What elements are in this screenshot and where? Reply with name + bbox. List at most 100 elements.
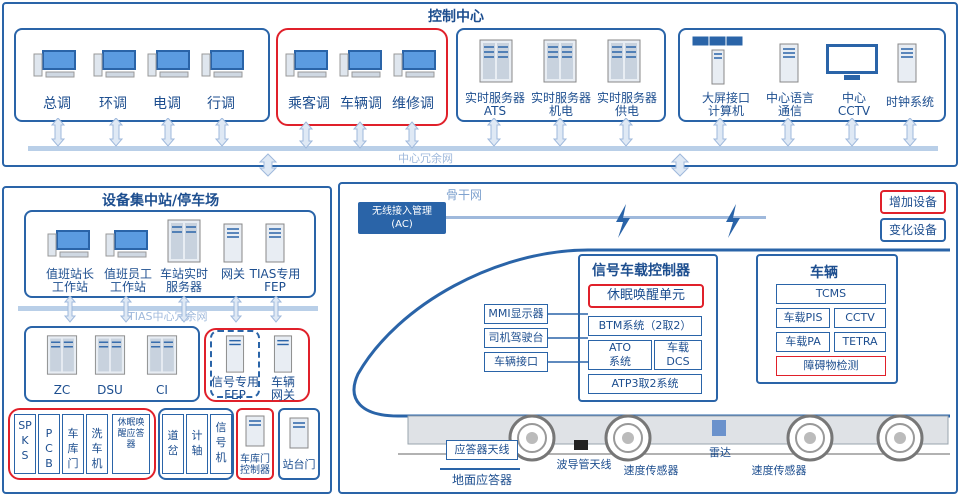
btm-box: BTM系统（2取2） [588, 316, 702, 336]
server-tower-icon [265, 223, 285, 263]
mmi-label: MMI显示器 [488, 307, 544, 320]
station-ws-label: TIAS专用 FEP [249, 267, 301, 294]
btm-label: BTM系统（2取2） [598, 319, 692, 332]
legend-added [880, 190, 946, 214]
server-rack-icon [46, 335, 78, 375]
bottom-red-label: 车库门 [67, 427, 79, 470]
bottom-red-label: 休眠唤醒应答器 [117, 418, 145, 450]
bottom-blue-label: 计轴 [191, 429, 203, 457]
car-washer-box [86, 414, 108, 474]
vehicle-gateway-label: 车辆 网关 [270, 375, 295, 402]
left-connectors [548, 313, 588, 363]
server-label: 实时服务器 ATS [464, 91, 525, 118]
station-ws-label: 值班员工 工作站 [103, 267, 152, 294]
obstacle-detect-label: 障碍物检测 [803, 359, 859, 372]
balise-antenna-box: 应答器天线 [446, 440, 518, 460]
bottom-red-label: 洗车机 [91, 427, 103, 470]
ato-box: ATO 系统 [588, 340, 652, 370]
sleep-wake-balise-box [112, 414, 150, 474]
workstation-icon [339, 50, 382, 78]
other-label: 大屏接口 计算机 [701, 91, 750, 118]
radar-label: 雷达 [709, 446, 731, 459]
other-label: 中心 CCTV [837, 91, 871, 118]
center-network-line [28, 146, 938, 151]
signal-label: DSU [97, 383, 123, 397]
atp-box: ATP3取2系统 [588, 374, 702, 394]
tias-network-line [18, 306, 318, 311]
station-ws-label: 网关 [220, 267, 245, 281]
tias-network-label: TIAS中心冗余网 [128, 310, 208, 323]
server-rack-icon [167, 219, 201, 263]
platform-door-label: 站台门 [282, 458, 316, 471]
monitor-icon [826, 44, 878, 80]
obstacle-detect-box: 障碍物检测 [776, 356, 886, 376]
wheel-icon [786, 414, 834, 462]
pcb-box [38, 414, 60, 474]
tetra-box: TETRA [834, 332, 886, 352]
wireless-access-box [358, 202, 446, 234]
waveguide-mark [574, 440, 588, 450]
dcs-box: 车载 DCS [654, 340, 702, 370]
server-rack-icon [479, 39, 513, 83]
server-rack-icon [94, 335, 126, 375]
driver-desk-box: 司机驾驶台 [484, 328, 548, 348]
workstation-icon [201, 50, 244, 78]
driver-desk-label: 司机驾驶台 [488, 331, 544, 344]
signal-fep-box [210, 330, 260, 398]
bottom-red-label: SPKS [18, 419, 32, 462]
dispatch-label: 电调 [153, 96, 181, 112]
cctv-box: CCTV [834, 308, 886, 328]
platform-door-icon [289, 417, 309, 449]
workstation-icon [33, 50, 76, 78]
switch-box [162, 414, 184, 474]
balise-antenna-label: 应答器天线 [454, 443, 510, 456]
mmi-box: MMI显示器 [484, 304, 548, 324]
server-tower-icon [225, 335, 245, 373]
ground-balise-line [440, 468, 520, 470]
station-ws-label: 值班站长 工作站 [45, 267, 94, 294]
spks-box [14, 414, 36, 474]
workstation-icon [393, 50, 436, 78]
bottom-blue-label: 信号机 [215, 421, 227, 464]
workstation-icon [285, 50, 328, 78]
workstation-icon [147, 50, 190, 78]
dispatch-extra-label: 维修调 [392, 96, 434, 112]
speed-sensor-label: 速度传感器 [623, 464, 679, 477]
pa-label: 车载PA [785, 335, 821, 348]
wireless-access-label: 无线接入管理 (AC) [372, 206, 432, 230]
server-rack-icon [543, 39, 577, 83]
bottom-red-label: PCB [45, 427, 53, 470]
workstation-icon [93, 50, 136, 78]
depot-door-controller-label: 车库门 控制器 [240, 454, 270, 476]
wheel-icon [604, 414, 652, 462]
dispatch-label: 总调 [43, 96, 71, 112]
wheel-icon [876, 414, 924, 462]
cctv-label: CCTV [845, 311, 875, 324]
axle-counter-box [186, 414, 208, 474]
depot-door-box [62, 414, 84, 474]
station-connection-arrows [63, 296, 283, 323]
server-label: 实时服务器 机电 [530, 91, 591, 118]
sleep-wake-unit-box [588, 284, 704, 308]
signal-box [210, 414, 232, 474]
server-tower-icon [897, 43, 917, 83]
dispatch-extra-label: 乘客调 [288, 96, 330, 112]
signal-fep-label: 信号专用 FEP [210, 375, 259, 402]
radar-mark [712, 420, 726, 436]
server-tower-icon [273, 335, 293, 373]
tcms-label: TCMS [815, 287, 847, 300]
bottom-blue-label: 道岔 [167, 429, 179, 457]
depot-door-controller-group [236, 408, 274, 480]
dcs-label: 车载 DCS [666, 341, 690, 368]
tetra-label: TETRA [842, 335, 878, 348]
workstation-icon [47, 230, 90, 258]
vehicle-title: 车辆 [810, 265, 838, 281]
other-label: 中心语言 通信 [765, 91, 814, 118]
new-fep-group [204, 328, 310, 402]
atp-label: ATP3取2系统 [611, 377, 679, 390]
sleep-wake-unit-label: 休眠唤醒单元 [606, 288, 685, 303]
train-outline [352, 248, 950, 455]
station-title: 设备集中站/停车场 [102, 193, 220, 209]
bottom-red-group [8, 408, 156, 480]
dispatch-label: 行调 [207, 96, 235, 112]
